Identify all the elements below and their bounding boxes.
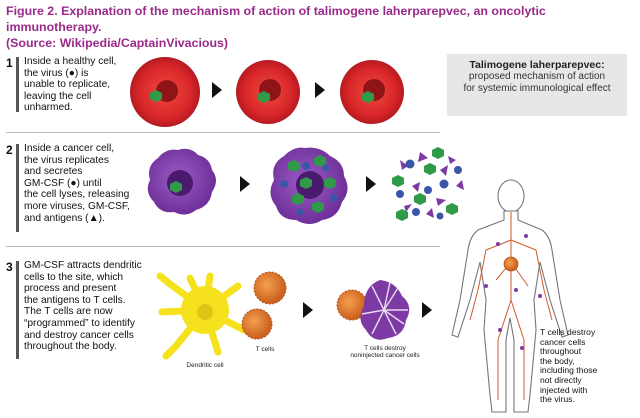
step-1-line: the virus (●) is <box>24 67 89 79</box>
step-2-line: the virus replicates <box>24 154 109 166</box>
summary-line-2: for systemic immunological effect <box>463 83 611 94</box>
human-body-outline <box>451 179 569 413</box>
cancer-cell-replicating <box>270 147 348 224</box>
step-2-text: Inside a cancer cell, the virus replicat… <box>24 143 154 224</box>
step-1-line: leaving the cell <box>24 90 92 102</box>
caption-source: (Source: Wikipedia/CaptainVivacious) <box>6 36 229 50</box>
body-line: T cells destroy <box>540 327 596 337</box>
arrow-right-icon <box>303 302 313 318</box>
figure-caption: Figure 2. Explanation of the mechanism o… <box>6 3 634 51</box>
step-3-line: The T cells are now <box>24 306 113 318</box>
step-2-line: and secretes <box>24 166 83 178</box>
body-line: not directly <box>540 374 582 385</box>
step-1-line: Inside a healthy cell, <box>24 56 117 67</box>
label-t-cells-destroy: T cells destroy noninjected cancer cells <box>340 345 430 359</box>
lysed-cell-debris <box>392 147 464 221</box>
step-2-line: and antigens (▲). <box>24 212 105 224</box>
healthy-cell-1 <box>130 57 200 127</box>
arrow-right-icon <box>422 302 432 318</box>
step-1-bar <box>16 57 19 112</box>
body-cancer-cells <box>484 234 542 350</box>
summary-line-1: proposed mechanism of action <box>468 71 606 82</box>
t-cell <box>241 308 273 340</box>
step-1-line: unable to replicate, <box>24 79 111 91</box>
step-2-number: 2 <box>6 143 13 157</box>
arrow-right-icon <box>315 82 325 98</box>
arrow-right-icon <box>212 82 222 98</box>
summary-box: Talimogene laherparepvec: proposed mecha… <box>447 54 627 116</box>
step-3-line: “programmed” to identify <box>24 317 135 329</box>
label-dendritic-cell: Dendritic cell <box>186 362 224 369</box>
body-line: the body, <box>540 355 575 366</box>
step-1-line: unharmed. <box>24 102 73 114</box>
healthy-cell-2 <box>236 60 300 124</box>
caption-title: Figure 2. Explanation of the mechanism o… <box>6 4 546 34</box>
body-line: the virus. <box>540 394 575 405</box>
step-1-number: 1 <box>6 56 13 70</box>
step-3-line: GM-CSF attracts dendritic <box>24 260 142 271</box>
step-2-line: Inside a cancer cell, <box>24 143 115 154</box>
body-line: throughout <box>540 346 582 357</box>
step-3-line: throughout the body. <box>24 341 117 353</box>
arrow-right-icon <box>366 176 376 192</box>
arrow-right-icon <box>240 176 250 192</box>
separator-1 <box>6 132 440 133</box>
summary-title: Talimogene laherparepvec: <box>469 59 605 71</box>
healthy-cell-3 <box>340 60 404 124</box>
body-line: cancer cells <box>540 336 586 347</box>
step-3-line: process and present <box>24 283 117 295</box>
body-vessels <box>469 212 553 400</box>
body-line: including those <box>540 365 598 376</box>
label-t-destroy-line-1: T cells destroy <box>364 345 406 352</box>
step-2-line: the cell lyses, releasing <box>24 189 130 201</box>
body-description: T cells destroy cancer cells throughout … <box>540 327 636 405</box>
step-3-line: cells to the site, which <box>24 271 124 283</box>
step-3-line: the antigens to T cells. <box>24 294 126 306</box>
cancer-cell-infected <box>147 148 216 215</box>
step-3-line: and destroy cancer cells <box>24 329 134 341</box>
step-3-text: GM-CSF attracts dendritic cells to the s… <box>24 260 164 353</box>
step-2-line: more viruses, GM-CSF, <box>24 200 130 212</box>
label-t-destroy-line-2: noninjected cancer cells <box>350 352 420 359</box>
step-3-number: 3 <box>6 260 13 274</box>
tumor-site <box>503 256 519 272</box>
step-3-bar <box>16 261 19 359</box>
destroyed-cancer-cell <box>360 280 410 340</box>
separator-2 <box>6 246 440 247</box>
dendritic-cell <box>156 272 248 360</box>
t-cell <box>253 271 287 305</box>
step-2-bar <box>16 144 19 232</box>
step-1-text: Inside a healthy cell, the virus (●) is … <box>24 56 144 114</box>
label-t-cells: T cells <box>255 346 275 353</box>
body-line: injected with <box>540 384 588 395</box>
step-2-line: GM-CSF (●) until <box>24 177 102 189</box>
